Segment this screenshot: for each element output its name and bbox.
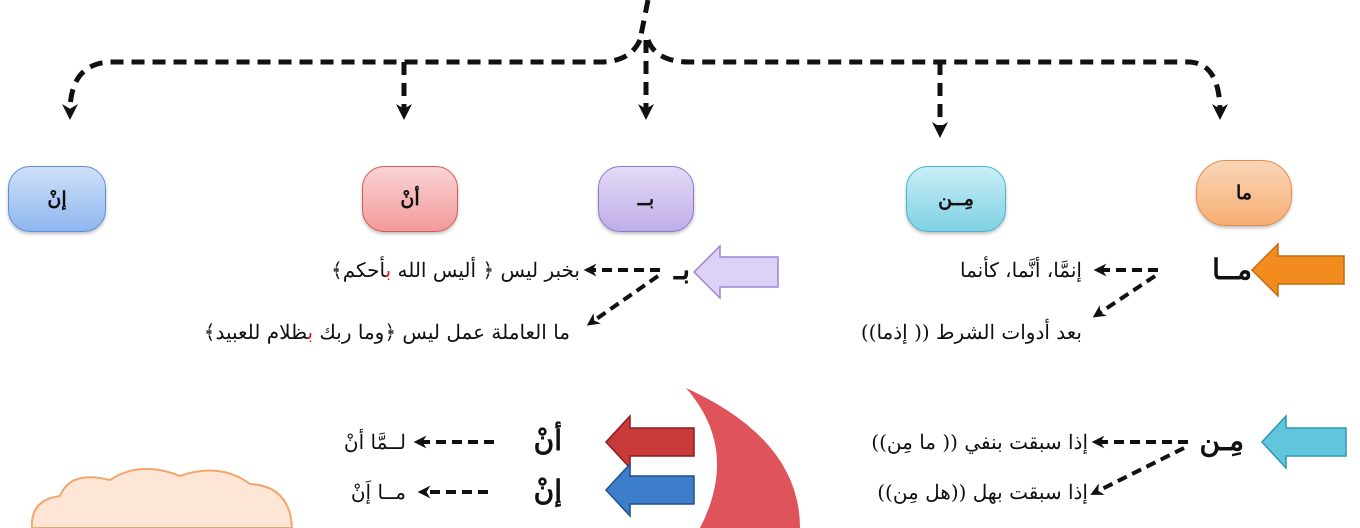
min-arrow-2 — [1090, 446, 1185, 495]
ma-section-line1: إنمَّا، أنَّما، كأنما — [959, 258, 1082, 282]
decorative-swoosh — [686, 388, 800, 528]
node-ba: بــ — [598, 166, 694, 232]
branch-right — [645, 38, 1228, 120]
ba-line1-red: ب — [385, 258, 392, 282]
ba-section-label: بـ — [674, 253, 690, 286]
ba-arrow-2 — [586, 274, 660, 326]
node-ma-label: ما — [1236, 182, 1252, 204]
min-section-label: مِـن — [1199, 424, 1244, 457]
orange-block-arrow — [1250, 242, 1345, 298]
ba-line2-red: ب — [307, 320, 314, 344]
an-section-label: أنْ — [533, 424, 562, 457]
node-an: أنْ — [362, 166, 458, 232]
ma-section-line2: بعد أدوات الشرط (( إذما)) — [860, 320, 1082, 344]
ba-section-line2: ما العاملة عمل ليس ﴿وما ربك بظلام للعبيد… — [204, 318, 570, 346]
cloud-shape — [30, 467, 294, 528]
an-section-text: لــمَّا أنْ — [343, 430, 406, 454]
cyan-block-arrow — [1260, 414, 1347, 470]
min-section-line2: إذا سبقت بهل ((هل مِن)) — [877, 480, 1088, 504]
node-an-label: أنْ — [400, 188, 420, 210]
ba-line2-pre: ما العاملة عمل ليس ﴿وما ربك — [313, 320, 570, 344]
node-in-label: إنْ — [47, 188, 67, 210]
node-ba-label: بــ — [637, 188, 655, 210]
blue-block-arrow — [604, 462, 695, 518]
red-block-arrow — [604, 414, 695, 470]
ma-section-label: مــا — [1212, 253, 1252, 286]
branch-left — [62, 38, 643, 120]
node-in: إنْ — [8, 166, 106, 232]
in-section-label: إنْ — [533, 474, 562, 507]
ba-section-line1: بخبر ليس ﴿ أليس الله بأحكم﴾ — [331, 256, 580, 284]
node-min-label: مِــن — [938, 188, 974, 210]
node-min: مِــن — [906, 166, 1006, 232]
min-section-line1: إذا سبقت بنفي (( ما مِن)) — [871, 430, 1088, 454]
node-ma: ما — [1196, 160, 1292, 226]
lavender-block-arrow — [692, 244, 779, 300]
ma-arrow-2 — [1092, 274, 1157, 318]
ba-line1-pre: بخبر ليس ﴿ أليس الله — [391, 258, 580, 282]
ba-line1-post: أحكم﴾ — [331, 258, 386, 282]
in-section-text: مــا إَنْ — [350, 480, 406, 504]
ba-line2-post: ظلام للعبيد﴾ — [203, 320, 308, 344]
trunk-line — [637, 0, 651, 41]
